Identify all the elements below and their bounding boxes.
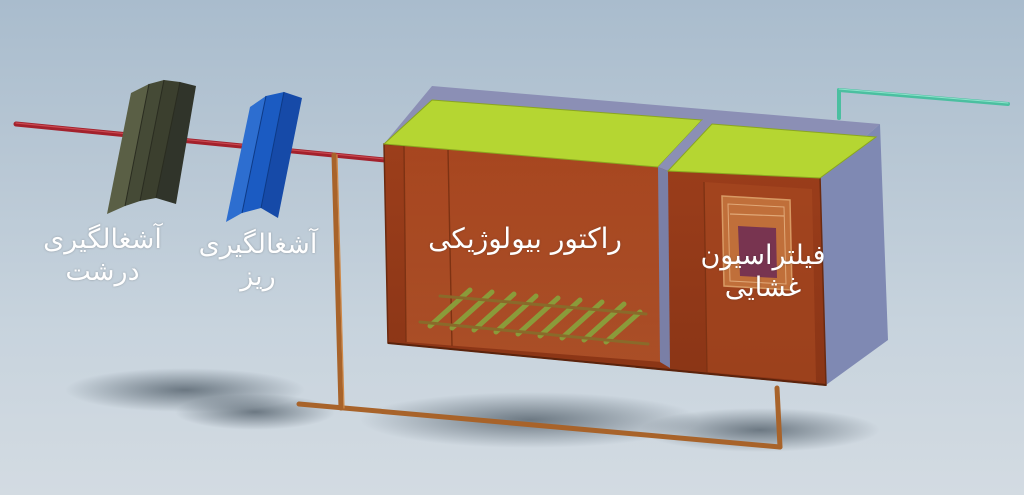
- influent-pipe: [13, 121, 388, 163]
- label-membrane-filtration: فیلتراسیون غشایی: [668, 240, 858, 304]
- fine-screen: [226, 91, 302, 222]
- recycle-pipe: [296, 152, 783, 450]
- treatment-tank: [382, 86, 888, 386]
- label-fine-screening-line2: ریز: [240, 260, 276, 292]
- label-bio-reactor: راکتور بیولوژیکی: [395, 222, 655, 255]
- label-coarse-screening-line1: آشغالگیری: [43, 224, 162, 255]
- permeate-pipe: [837, 88, 1010, 120]
- label-bio-reactor-line1: راکتور بیولوژیکی: [428, 222, 622, 255]
- label-membrane-filtration-line2: غشایی: [724, 271, 802, 303]
- label-fine-screening-line1: آشغالگیری: [198, 229, 318, 260]
- label-membrane-filtration-line1: فیلتراسیون: [700, 240, 826, 271]
- label-fine-screening: آشغالگیری ریز: [178, 229, 338, 293]
- membrane-module: [721, 195, 793, 291]
- label-coarse-screening-line2: درشت: [65, 255, 140, 287]
- aeration-diffusers: [418, 287, 650, 346]
- label-coarse-screening: آشغالگیری درشت: [20, 224, 185, 288]
- floor-shadows: [65, 368, 880, 452]
- coarse-screen: [107, 79, 196, 214]
